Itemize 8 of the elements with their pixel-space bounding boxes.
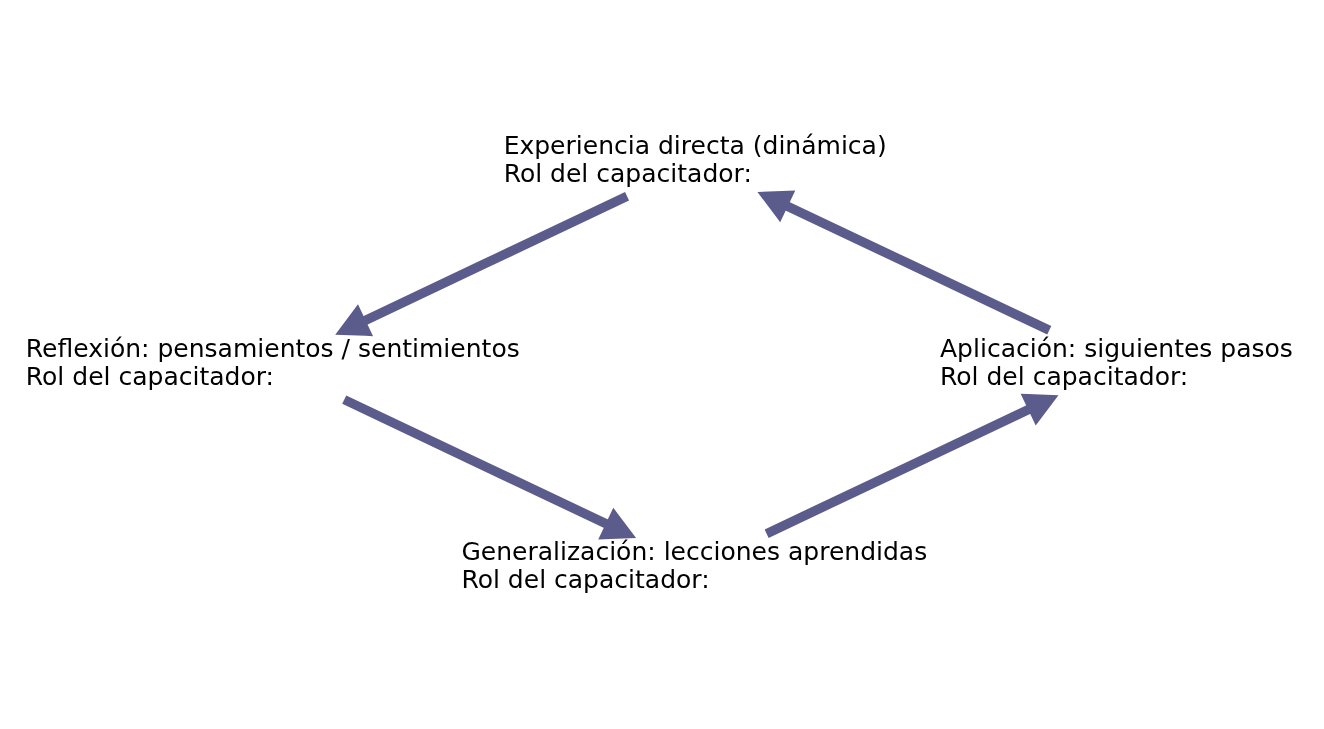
arrow: [757, 189, 1052, 335]
node-text: Reflexión: pensamientos / sentimientos Rol del capacitador:: [25, 333, 520, 391]
node-text: Aplicación: siguientes pasos Rol del capacitador:: [940, 333, 1293, 391]
node-text: Experiencia directa (dinámica) Rol del capacitador:: [503, 130, 887, 188]
arrow: [342, 394, 637, 540]
node-text: Generalización: lecciones aprendidas Rol del capacitador:: [461, 536, 928, 594]
arrow: [764, 393, 1059, 538]
arrow: [335, 191, 630, 336]
